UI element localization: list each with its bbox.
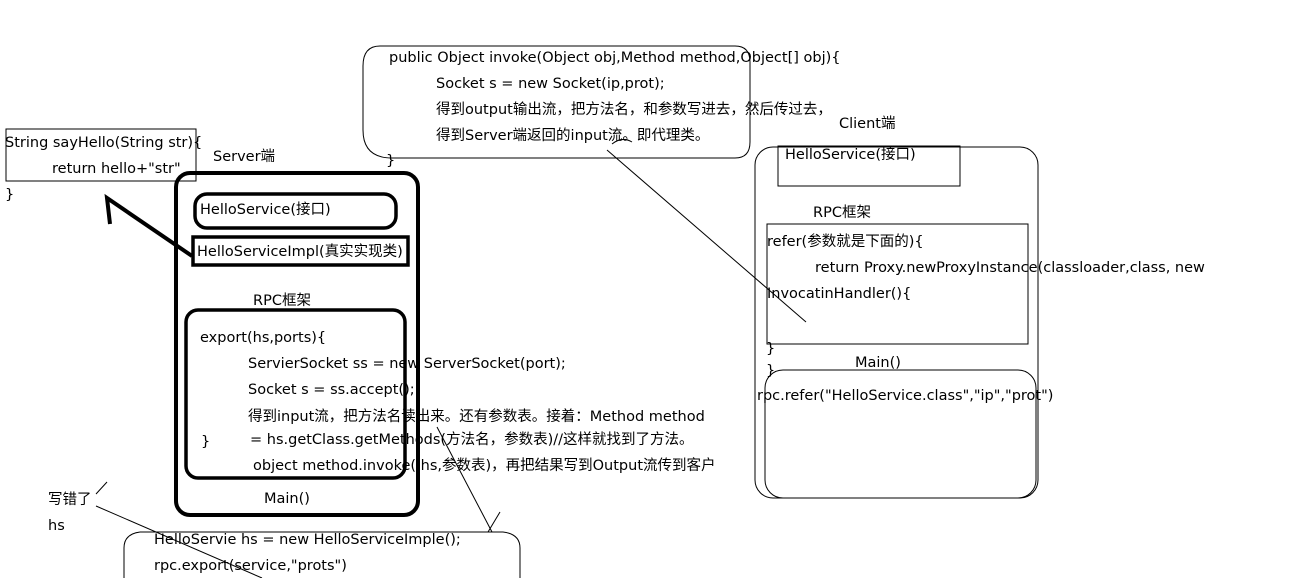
annotation-hs: hs	[48, 518, 65, 534]
client-refer-handler: InvocatinHandler(){	[767, 286, 912, 302]
sayhello-closing-brace: }	[5, 187, 15, 203]
server-title: Server端	[213, 149, 276, 165]
server-export-signature: export(hs,ports){	[200, 330, 327, 346]
client-refer-brace-1: }	[766, 341, 776, 357]
server-interface-label: HelloService(接口)	[200, 202, 331, 218]
client-refer-signature: refer(参数就是下面的){	[767, 234, 924, 250]
client-refer-brace-2: }	[766, 363, 776, 379]
sayhello-signature: String sayHello(String str){	[5, 135, 203, 151]
server-export-invoke: object method.invoke( hs,参数表)，再把结果写到Outp…	[253, 458, 716, 474]
invoke-socket-line: Socket s = new Socket(ip,prot);	[436, 76, 665, 92]
client-rpc-title: RPC框架	[813, 205, 871, 221]
annotation-tick	[95, 481, 108, 495]
server-rpc-title: RPC框架	[253, 293, 311, 309]
server-export-input: 得到input流，把方法名读出来。还有参数表。接着：Method method	[248, 409, 705, 425]
main-tick	[487, 511, 501, 533]
arrow-sayhello-to-impl	[104, 193, 194, 258]
server-impl-label: HelloServiceImpl(真实实现类)	[197, 244, 403, 260]
server-main-export-call: rpc.export(service,"prots")	[154, 558, 347, 574]
server-export-serversocket: ServierSocket ss = new ServerSocket(port…	[248, 356, 566, 372]
server-export-accept: Socket s = ss.accept();	[248, 382, 415, 398]
server-export-getmethods: = hs.getClass.getMethods(方法名，参数表)//这样就找到…	[250, 432, 694, 448]
invoke-signature: public Object invoke(Object obj,Method m…	[389, 50, 841, 66]
server-main-new-service: HelloServie hs = new HelloServiceImple()…	[154, 532, 461, 548]
annotation-mistake: 写错了	[48, 492, 92, 508]
client-refer-return: return Proxy.newProxyInstance(classloade…	[815, 260, 1205, 276]
invoke-output-line: 得到output输出流，把方法名，和参数写进去，然后传过去，	[436, 102, 832, 118]
invoke-closing-brace: }	[386, 153, 396, 169]
client-interface-label: HelloService(接口)	[785, 147, 916, 163]
sayhello-return: return hello+"str"	[52, 161, 181, 177]
server-main-title: Main()	[264, 491, 310, 507]
invoke-input-line: 得到Server端返回的input流。即代理类。	[436, 128, 710, 144]
client-main-refer-call: rpc.refer("HelloService.class","ip","pro…	[757, 388, 1054, 404]
server-export-closing-brace: }	[201, 434, 211, 450]
client-title: Client端	[839, 116, 896, 132]
client-outer-border	[754, 146, 1039, 499]
client-main-title: Main()	[855, 355, 901, 371]
